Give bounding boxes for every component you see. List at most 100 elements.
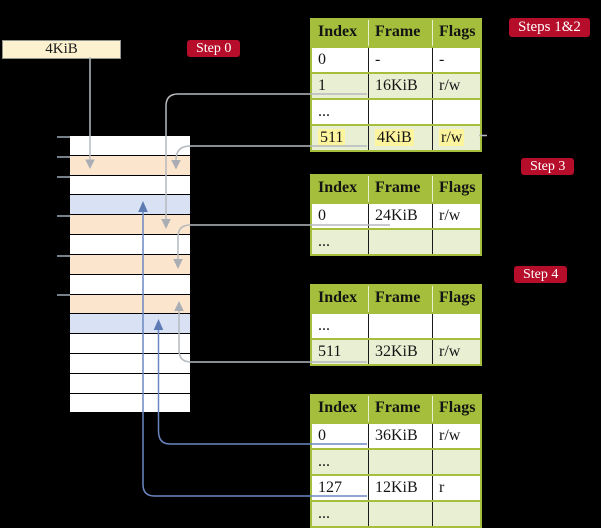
memory-frame-row-peach xyxy=(70,215,190,236)
header-cell-flags: Flags xyxy=(432,396,480,422)
cell-index: 511 xyxy=(312,340,368,364)
cell-index: 0 xyxy=(312,48,368,72)
cell-frame xyxy=(368,100,432,124)
cell-frame xyxy=(368,502,432,526)
memory-frame-row-white xyxy=(70,353,190,374)
frame-size-box: 4KiB xyxy=(2,40,121,59)
memory-frame-row-peach xyxy=(70,294,190,315)
table-row: ... xyxy=(312,98,480,124)
cell-text: 16KiB xyxy=(375,77,418,94)
cell-frame: 24KiB xyxy=(368,204,432,228)
cell-flags: r/w xyxy=(432,204,480,228)
cell-index: 0 xyxy=(312,424,368,448)
cell-text: 511 xyxy=(318,343,342,360)
table-row: ... xyxy=(312,500,480,526)
cell-index: ... xyxy=(312,314,368,338)
header-cell-flags: Flags xyxy=(432,20,480,46)
memory-frame-row-blue xyxy=(70,195,190,216)
table-row: 1 16KiB r/w xyxy=(312,72,480,98)
memory-column xyxy=(70,136,190,414)
cell-text: 32KiB xyxy=(375,343,418,360)
badge-step-0: Step 0 xyxy=(187,40,241,57)
cell-text: 0 xyxy=(318,427,326,444)
header-cell-frame: Frame xyxy=(368,20,432,46)
cell-text: r/w xyxy=(439,129,465,146)
memory-frame-row-white xyxy=(70,175,190,196)
cell-text: ... xyxy=(318,103,330,120)
cell-flags: r/w xyxy=(432,126,480,150)
header-cell-frame: Frame xyxy=(368,176,432,202)
table-row: ... xyxy=(312,448,480,474)
cell-text: r/w xyxy=(439,343,461,360)
memory-frame-row-blue xyxy=(70,314,190,335)
address-tick xyxy=(57,136,70,138)
cell-flags xyxy=(432,502,480,526)
cell-text: 127 xyxy=(318,479,342,496)
cell-frame: 4KiB xyxy=(368,126,432,150)
table-row: 0 36KiB r/w xyxy=(312,422,480,448)
cell-flags xyxy=(432,450,480,474)
table-row: 0 24KiB r/w xyxy=(312,202,480,228)
memory-frame-row-white xyxy=(70,373,190,394)
cell-index: 127 xyxy=(312,476,368,500)
cell-frame xyxy=(368,230,432,254)
header-cell-flags: Flags xyxy=(432,176,480,202)
cell-text: ... xyxy=(318,233,330,250)
cell-text: 4KiB xyxy=(375,129,414,146)
cell-flags: - xyxy=(432,48,480,72)
cell-text: 24KiB xyxy=(375,207,418,224)
cell-index: ... xyxy=(312,100,368,124)
header-cell-index: Index xyxy=(318,23,358,40)
cell-index: ... xyxy=(312,450,368,474)
cell-index: ... xyxy=(312,502,368,526)
badge-step-4: Step 4 xyxy=(514,266,568,283)
cell-frame: 12KiB xyxy=(368,476,432,500)
cell-frame xyxy=(368,314,432,338)
cell-flags: r/w xyxy=(432,424,480,448)
cell-text: 12KiB xyxy=(375,479,418,496)
header-cell-flags: Flags xyxy=(432,286,480,312)
table-row: ... xyxy=(312,228,480,254)
cell-text: r xyxy=(439,479,445,496)
table-row: 127 12KiB r xyxy=(312,474,480,500)
address-tick xyxy=(57,254,70,257)
memory-frame-row-white xyxy=(70,393,190,414)
cell-frame: 32KiB xyxy=(368,340,432,364)
cell-text: 1 xyxy=(318,77,326,94)
header-cell-frame: Frame xyxy=(368,286,432,312)
cell-text: 36KiB xyxy=(375,427,418,444)
cell-flags: r xyxy=(432,476,480,500)
table-row: 511 32KiB r/w xyxy=(312,338,480,364)
table-row: ... xyxy=(312,312,480,338)
cell-index: ... xyxy=(312,230,368,254)
cell-text: r/w xyxy=(439,207,461,224)
badge-step-3: Step 3 xyxy=(521,158,575,175)
memory-frame-row-white xyxy=(70,274,190,295)
address-tick xyxy=(57,175,70,178)
cell-frame: 16KiB xyxy=(368,74,432,98)
cell-text: 0 xyxy=(318,207,326,224)
cell-text: 511 xyxy=(318,129,346,146)
cell-flags: r/w xyxy=(432,74,480,98)
cell-frame: 36KiB xyxy=(368,424,432,448)
cell-text: r/w xyxy=(439,427,461,444)
header-cell-frame: Frame xyxy=(368,396,432,422)
cell-frame xyxy=(368,450,432,474)
cell-flags: r/w xyxy=(432,340,480,364)
cell-index: 511 xyxy=(312,126,368,150)
memory-frame-row-peach xyxy=(70,254,190,275)
memory-frame-row-peach xyxy=(70,155,190,176)
header-cell-index: Index xyxy=(318,179,358,196)
table-row: 0-- xyxy=(312,46,480,72)
memory-frame-row-white xyxy=(70,334,190,354)
cell-text: - xyxy=(375,51,381,68)
cell-index: 0 xyxy=(312,204,368,228)
